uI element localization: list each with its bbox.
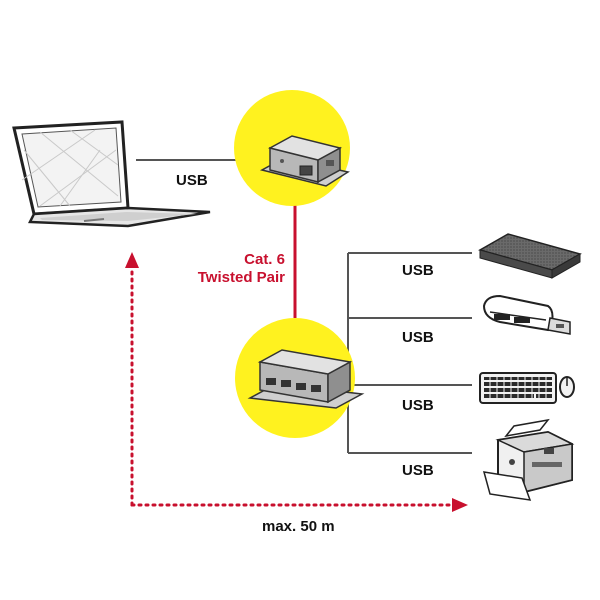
distance-arrows — [125, 252, 468, 512]
cable-type-label: Cat. 6 Twisted Pair — [198, 251, 285, 287]
cable-type-line1: Cat. 6 — [244, 251, 285, 268]
keyboard-mouse-icon — [479, 372, 575, 404]
usb-extender-transmitter-icon — [259, 135, 350, 187]
usb-card-reader-icon — [482, 294, 571, 335]
external-hard-drive-icon — [478, 233, 582, 279]
port-2-usb-label: USB — [402, 329, 434, 346]
distance-label: max. 50 m — [262, 518, 335, 535]
laptop-usb-label: USB — [176, 172, 208, 189]
port-1-usb-label: USB — [402, 262, 434, 279]
distance-arrowhead-right — [452, 498, 468, 512]
printer-icon — [482, 418, 575, 501]
port-3-usb-label: USB — [402, 397, 434, 414]
distance-arrowhead-up — [125, 252, 139, 268]
connection-lines — [136, 159, 472, 454]
usb-hub-receiver-icon — [247, 349, 365, 409]
port-4-usb-label: USB — [402, 462, 434, 479]
laptop-icon — [12, 120, 211, 228]
cable-type-line2: Twisted Pair — [197, 269, 285, 286]
